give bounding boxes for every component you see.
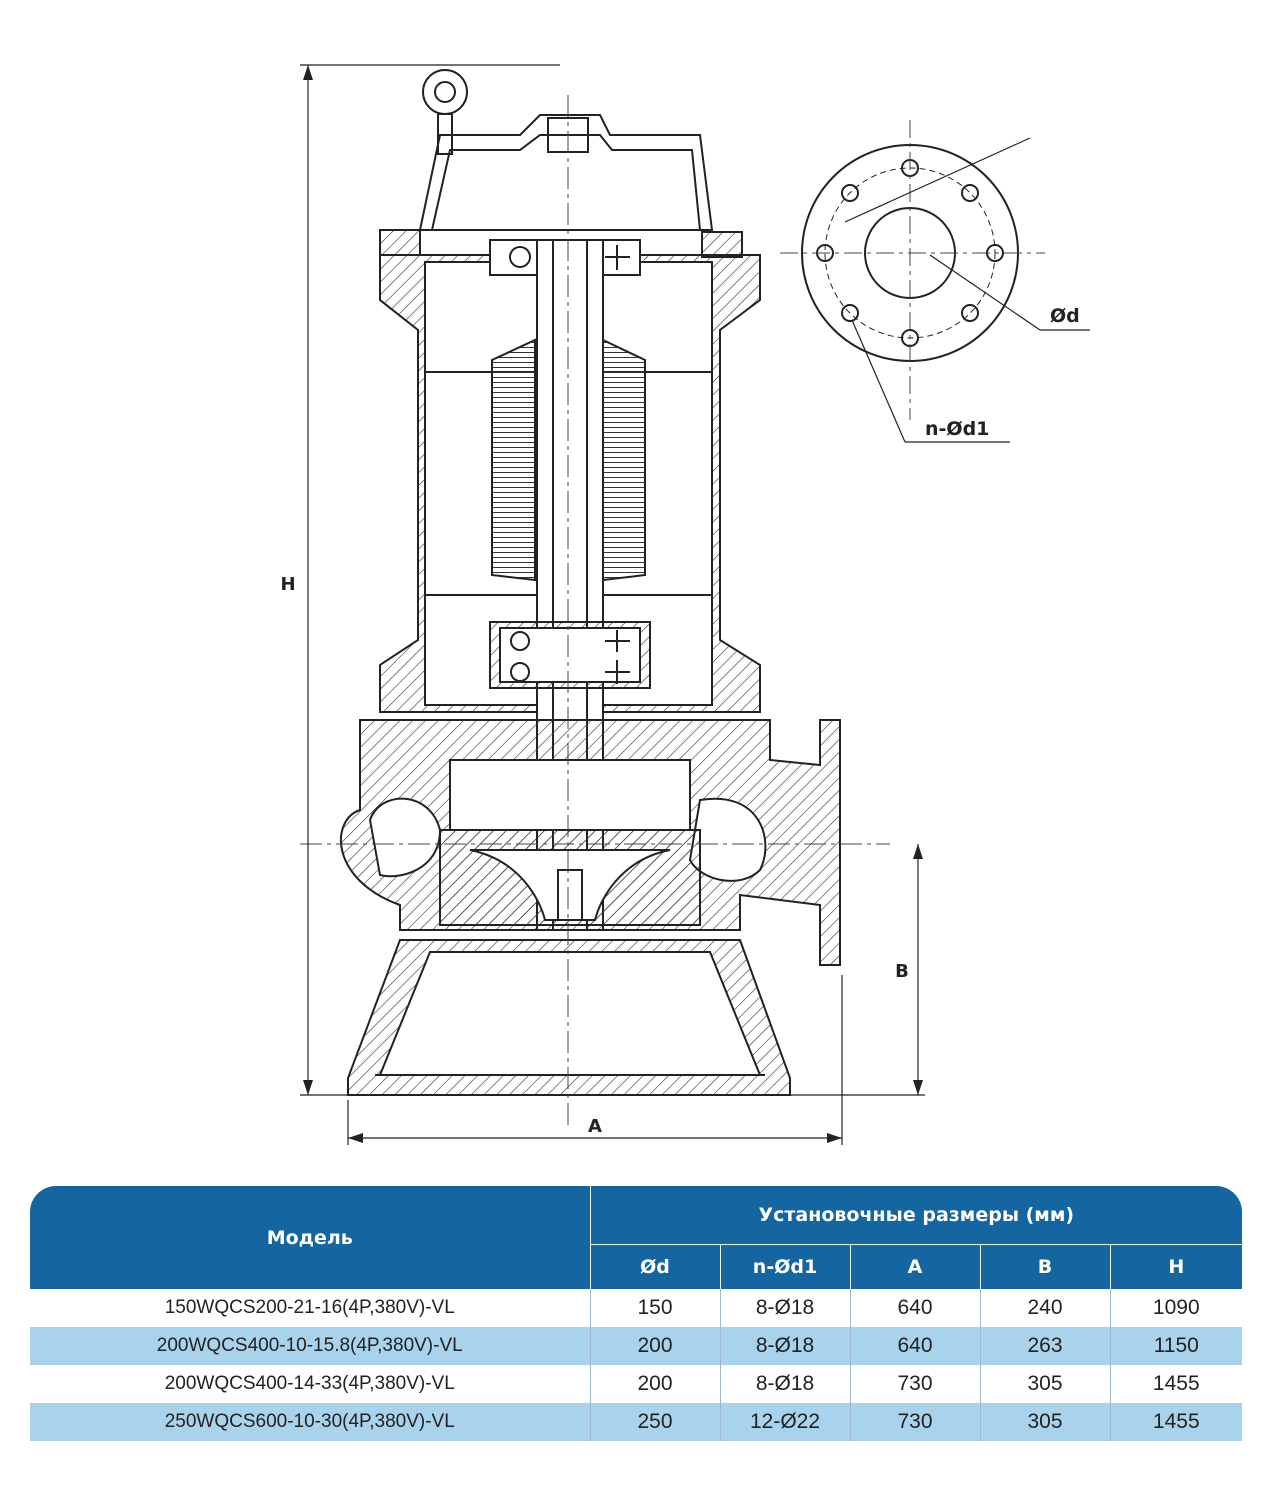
table-row: 200WQCS400-14-33(4P,380V)-VL 200 8-Ø18 7… [30, 1365, 1243, 1403]
b-cell: 305 [979, 1403, 1110, 1441]
a-cell: 730 [849, 1403, 980, 1441]
d-cell: 200 [589, 1365, 720, 1403]
width-label: A [588, 1116, 602, 1137]
table-row: 250WQCS600-10-30(4P,380V)-VL 250 12-Ø22 … [30, 1403, 1243, 1441]
h-cell: 1090 [1109, 1289, 1243, 1327]
d-cell: 150 [589, 1289, 720, 1327]
dimension-lines [300, 64, 925, 1145]
b-cell: 263 [979, 1327, 1110, 1365]
h-cell: 1455 [1109, 1403, 1243, 1441]
b-cell: 305 [979, 1365, 1110, 1403]
centerlines [300, 95, 890, 1130]
a-cell: 640 [849, 1327, 980, 1365]
column-header-nd1: n-Ød1 [719, 1244, 850, 1289]
nd1-cell: 12-Ø22 [719, 1403, 850, 1441]
dimension-arrows [303, 65, 923, 1143]
b-cell: 240 [979, 1289, 1110, 1327]
model-cell: 200WQCS400-14-33(4P,380V)-VL [30, 1365, 590, 1403]
flange-holes-label: n-Ød1 [925, 418, 989, 440]
install-dimensions-header: Установочные размеры (мм) [590, 1186, 1243, 1245]
model-cell: 200WQCS400-10-15.8(4P,380V)-VL [30, 1327, 590, 1365]
outlet-height-label: B [895, 961, 909, 982]
spec-table: Модель Установочные размеры (мм) Ød n-Ød… [30, 1186, 1243, 1441]
d-cell: 200 [589, 1327, 720, 1365]
model-cell: 250WQCS600-10-30(4P,380V)-VL [30, 1403, 590, 1441]
column-header-h: H [1109, 1244, 1243, 1289]
nd1-cell: 8-Ø18 [719, 1365, 850, 1403]
table-row: 150WQCS200-21-16(4P,380V)-VL 150 8-Ø18 6… [30, 1289, 1243, 1327]
flange-diameter-label: Ød [1050, 305, 1080, 327]
pump-section [339, 69, 841, 1096]
column-header-d: Ød [589, 1244, 720, 1289]
height-label: H [280, 574, 295, 595]
a-cell: 730 [849, 1365, 980, 1403]
flange-centerlines [780, 120, 1045, 420]
nd1-cell: 8-Ø18 [719, 1327, 850, 1365]
h-cell: 1455 [1109, 1365, 1243, 1403]
column-header-a: A [849, 1244, 980, 1289]
d-cell: 250 [589, 1403, 720, 1441]
model-header: Модель [30, 1186, 591, 1289]
column-header-b: B [979, 1244, 1110, 1289]
model-cell: 150WQCS200-21-16(4P,380V)-VL [30, 1289, 590, 1327]
table-row: 200WQCS400-10-15.8(4P,380V)-VL 200 8-Ø18… [30, 1327, 1243, 1365]
flange-leaders [844, 137, 1090, 443]
pump-drawing: H A B Ød n-Ød1 [280, 64, 1090, 1145]
nd1-cell: 8-Ø18 [719, 1289, 850, 1327]
h-cell: 1150 [1109, 1327, 1243, 1365]
a-cell: 640 [849, 1289, 980, 1327]
